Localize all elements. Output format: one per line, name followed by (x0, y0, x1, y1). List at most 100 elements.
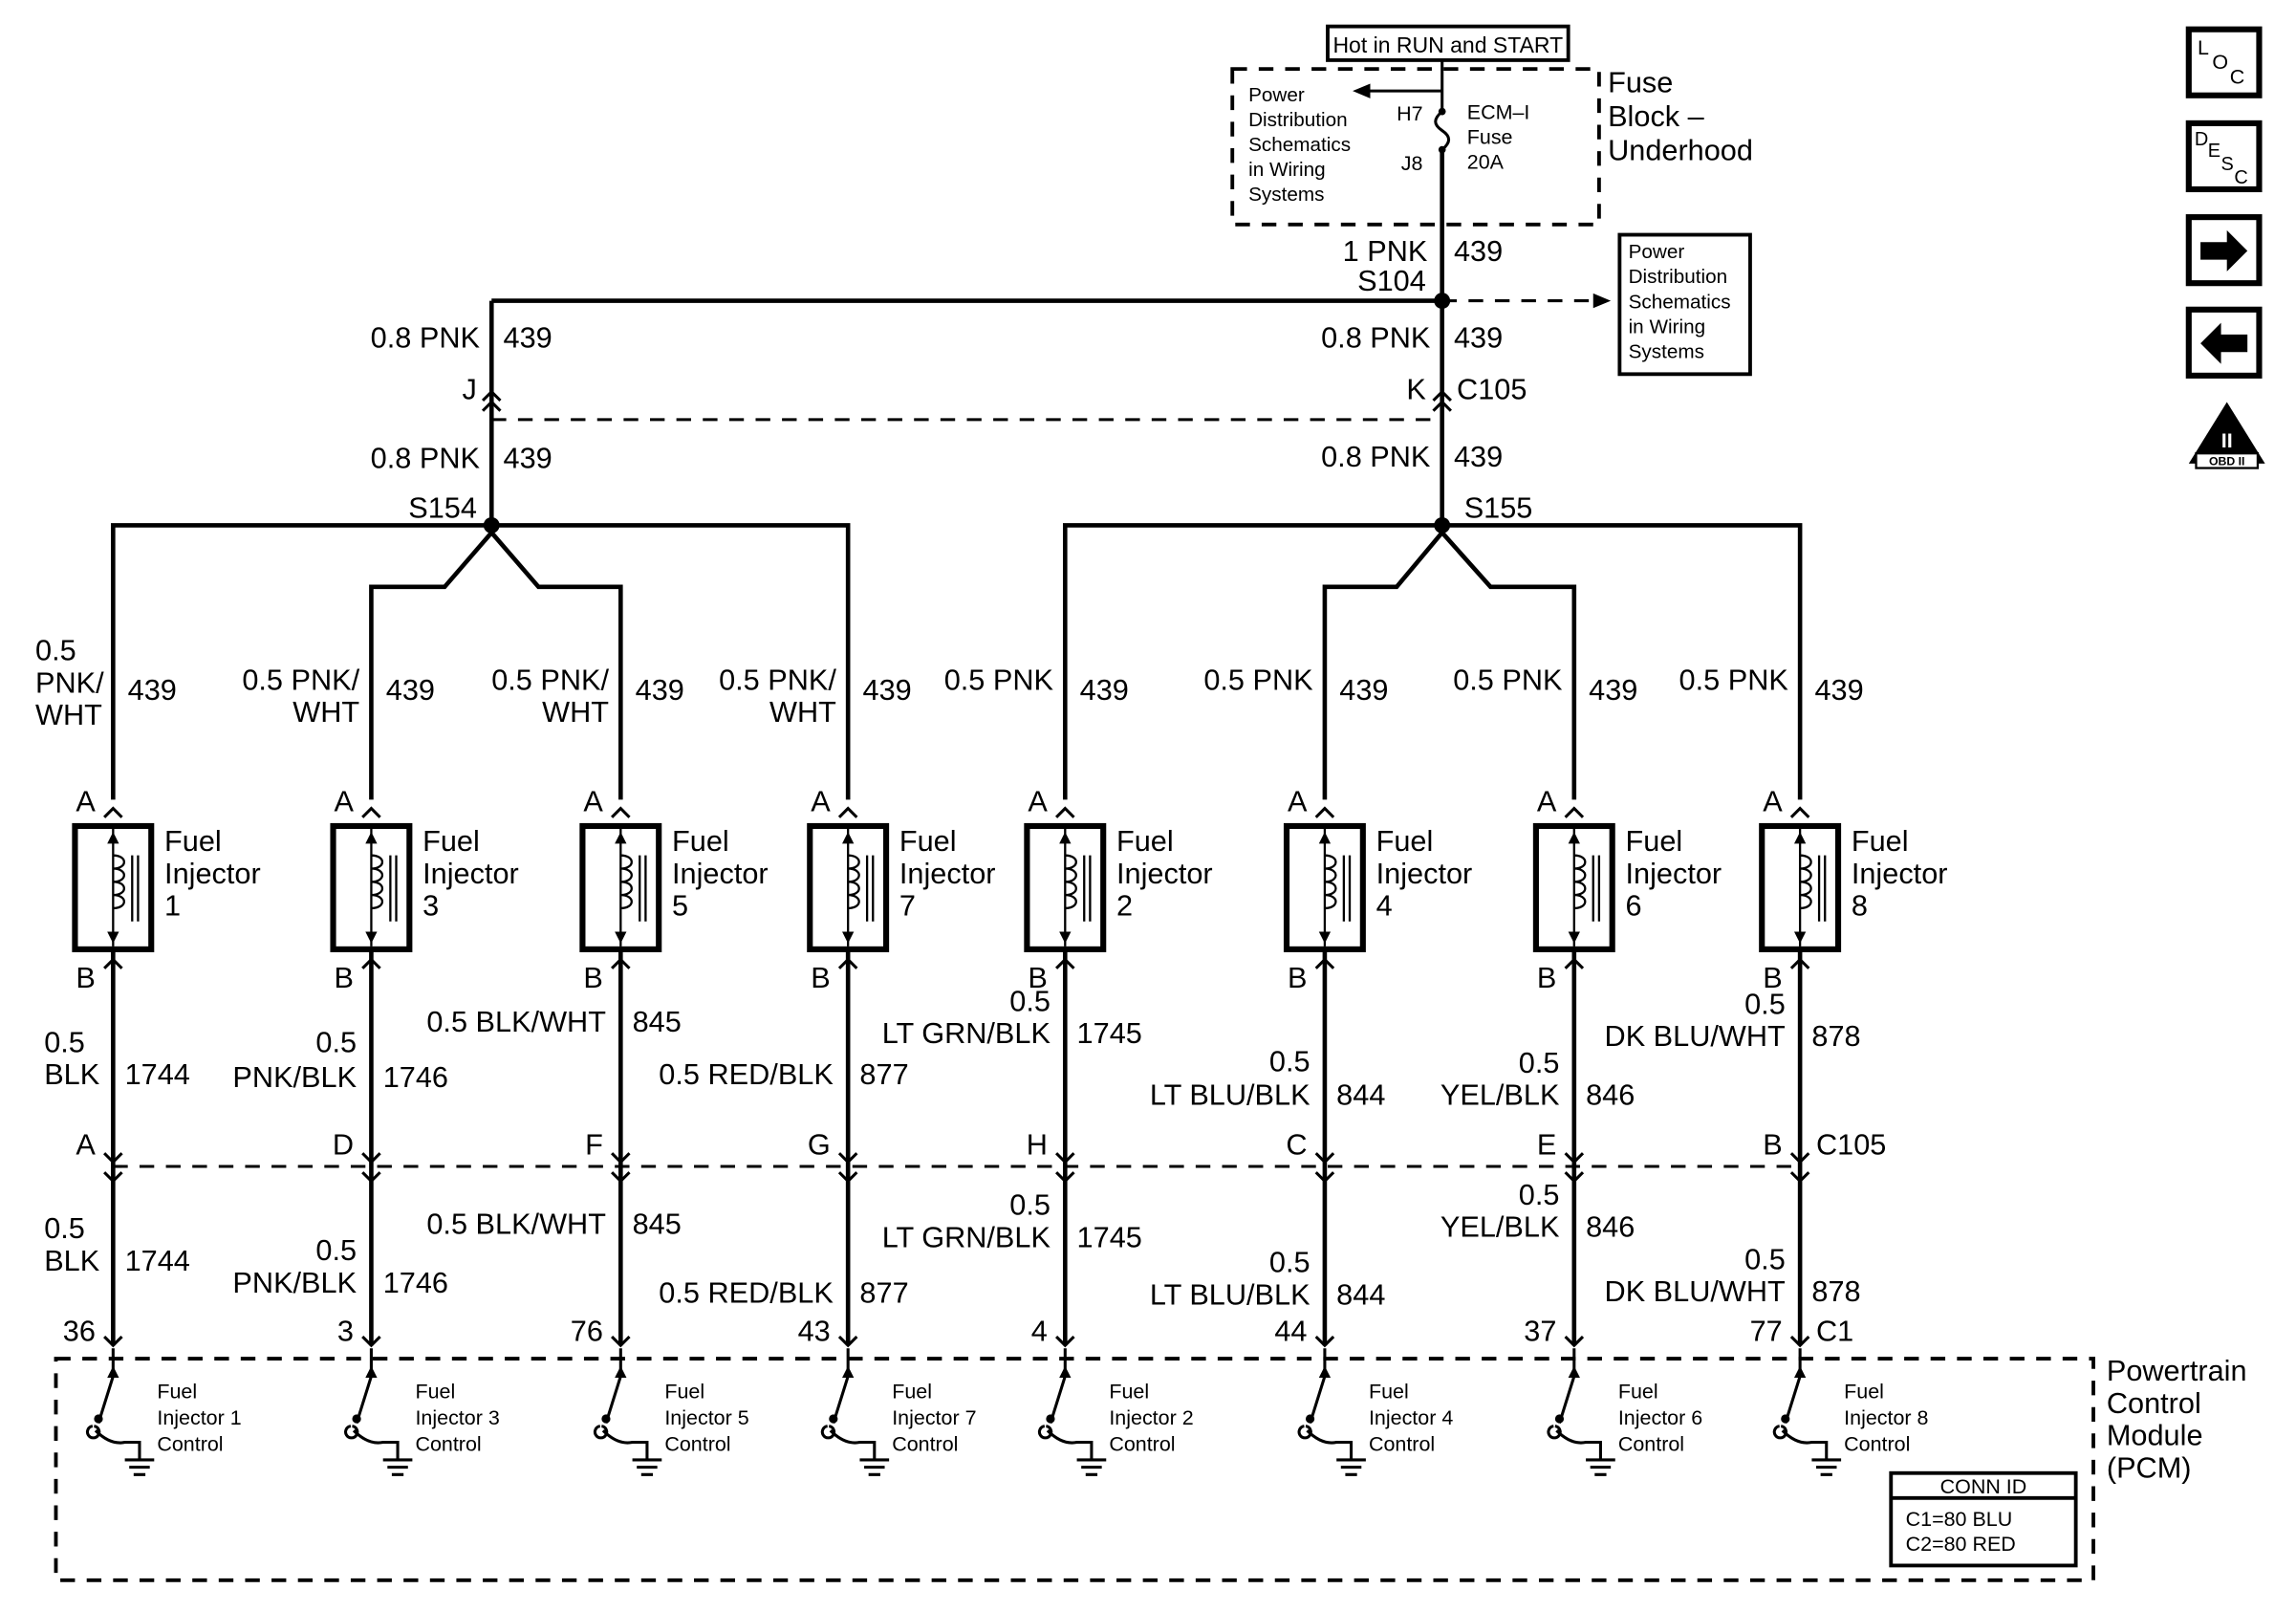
pcm-driver-arrow-icon (1059, 1365, 1072, 1378)
ground-icon (859, 1458, 890, 1476)
pcm-driver-label-3: Control (1369, 1433, 1435, 1456)
injector-name-1: Fuel (422, 824, 480, 858)
c105-lower-terminal-icon (1314, 1152, 1335, 1184)
pin-a-terminal-icon (1564, 806, 1585, 818)
injector-pin-a: A (1028, 785, 1048, 818)
pcm-driver-label-3: Control (892, 1433, 958, 1456)
fuse-ref-line-5: Systems (1248, 184, 1324, 206)
c105-right-circuit: 439 (1454, 321, 1503, 355)
return-upper-size: DK BLU/WHT (1605, 1019, 1787, 1053)
pcm-driver-label-3: Control (664, 1433, 730, 1456)
injector-feed-size: 0.5 PNK/ (491, 663, 609, 696)
c1-terminal-icon (1055, 1335, 1075, 1348)
injector-name-3: 5 (672, 889, 688, 923)
c1-terminal-icon (103, 1335, 123, 1348)
fuse-ref-arrow-icon (1353, 83, 1371, 98)
injector-arrow-up-icon (107, 832, 119, 844)
injector-feed-size: WHT (769, 695, 836, 729)
desc-icon-frame (2185, 120, 2263, 193)
c105-j-terminal-icon (481, 389, 502, 412)
feed-wire-size: 1 PNK (1343, 234, 1428, 268)
injector-name-2: Injector (1626, 857, 1722, 890)
injector-arrow-down-icon (615, 931, 627, 944)
pcm-driver-label-1: Fuel (1844, 1380, 1884, 1403)
arrow-left-icon[interactable] (2185, 306, 2263, 379)
injector-pin-a: A (76, 785, 96, 818)
feed-ref-line-2: Distribution (1629, 266, 1728, 288)
injector-coil-icon (371, 854, 384, 910)
injector-name-2: Injector (1376, 857, 1473, 890)
return-lower-circuit: 845 (633, 1208, 682, 1241)
pcm-driver-label-2: Injector 4 (1369, 1406, 1453, 1429)
c105-upper: 0.8 PNK 439 J 0.8 PNK 439 K C105 0.8 PNK… (371, 321, 1527, 475)
pcm-driver-label-3: Control (157, 1433, 223, 1456)
desc-icon[interactable]: D E S C (2185, 120, 2263, 193)
c105-pin-j: J (463, 372, 477, 405)
injector-name-1: Fuel (164, 824, 222, 858)
hot-label: Hot in RUN and START (1332, 33, 1563, 57)
injector-pin-b: B (1537, 961, 1556, 994)
ground-icon (1336, 1458, 1366, 1476)
return-lower-circuit: 877 (859, 1276, 908, 1310)
feed-ref-line-4: in Wiring (1629, 316, 1706, 337)
pcm-driver-label-1: Fuel (892, 1380, 932, 1403)
injector-pin-b: B (811, 961, 830, 994)
pcm-driver-arrow-icon (842, 1365, 855, 1378)
pin-a-terminal-icon (1055, 806, 1075, 818)
return-upper-size: BLK (44, 1057, 100, 1091)
return-upper-size: PNK/BLK (232, 1060, 357, 1094)
injector-arrow-down-icon (842, 931, 855, 944)
c105-lower-pin: G (808, 1128, 831, 1162)
pcm-driver-switch-icon (1297, 1348, 1354, 1460)
c105-lower-terminal-icon (1789, 1152, 1810, 1184)
return-upper-size: 0.5 (1009, 984, 1051, 1017)
injector-pin-b: B (583, 961, 602, 994)
pcm-driver-switch-icon (1037, 1348, 1094, 1460)
pcm-driver-contact-icon (94, 1414, 103, 1424)
c1-terminal-icon (1564, 1335, 1585, 1348)
desc-icon-c: C (2234, 167, 2247, 188)
pcm-driver-label-1: Fuel (1618, 1380, 1658, 1403)
injector-feed-circuit: 439 (1814, 673, 1863, 707)
pcm-driver-contact-icon (1305, 1414, 1315, 1424)
c1-connector: C1 (1816, 1315, 1853, 1348)
pin-a-terminal-icon (361, 806, 381, 818)
injector-name-1: Fuel (672, 824, 729, 858)
injector-feed-size: 0.5 (35, 634, 76, 667)
injector-arrow-down-icon (1318, 931, 1332, 944)
return-upper-size: 0.5 BLK/WHT (426, 1005, 606, 1038)
pcm-driver-label-3: Control (1618, 1433, 1684, 1456)
injector-name-3: 7 (899, 889, 916, 923)
pcm-outline (54, 1357, 2095, 1582)
injector-feed-size: PNK/ (35, 665, 104, 699)
c105-lower-pin: F (585, 1128, 603, 1162)
conn-id-c2: C2=80 RED (1906, 1533, 2016, 1556)
ground-icon (632, 1458, 662, 1476)
injector-feed-circuit: 439 (128, 673, 177, 707)
pcm-driver-switch-icon (1772, 1348, 1829, 1460)
c105-lower-pin: E (1537, 1128, 1556, 1162)
injector-feed-circuit: 439 (1589, 673, 1637, 707)
injector-name-3: 8 (1852, 889, 1868, 923)
injector-coil-icon (1573, 854, 1587, 910)
injector-pin-a: A (583, 785, 603, 818)
pcm-driver-arrow-icon (1568, 1365, 1580, 1378)
obd-ii-icon[interactable]: II OBD II (2188, 402, 2265, 469)
injector-pin-a: A (1537, 785, 1557, 818)
c1-pin: 76 (571, 1315, 603, 1348)
injector-arrow-up-icon (615, 832, 627, 844)
injector-feed-size: 0.5 PNK (1203, 663, 1313, 696)
injector-arrow-up-icon (1793, 832, 1807, 844)
injector-pin-a: A (335, 785, 355, 818)
return-upper-size: 0.5 RED/BLK (659, 1057, 834, 1091)
injector-name-3: 2 (1116, 889, 1133, 923)
injector-arrow-down-icon (107, 931, 119, 944)
splice-s155: S155 (1464, 491, 1533, 525)
arrow-right-icon[interactable] (2185, 214, 2263, 287)
c1-terminal-icon (361, 1335, 381, 1348)
pcm-title-3: Module (2107, 1419, 2203, 1452)
obd-ii-mark: II (2221, 429, 2233, 452)
return-lower-size: 0.5 RED/BLK (659, 1276, 834, 1310)
loc-icon[interactable]: L O C (2185, 26, 2263, 98)
